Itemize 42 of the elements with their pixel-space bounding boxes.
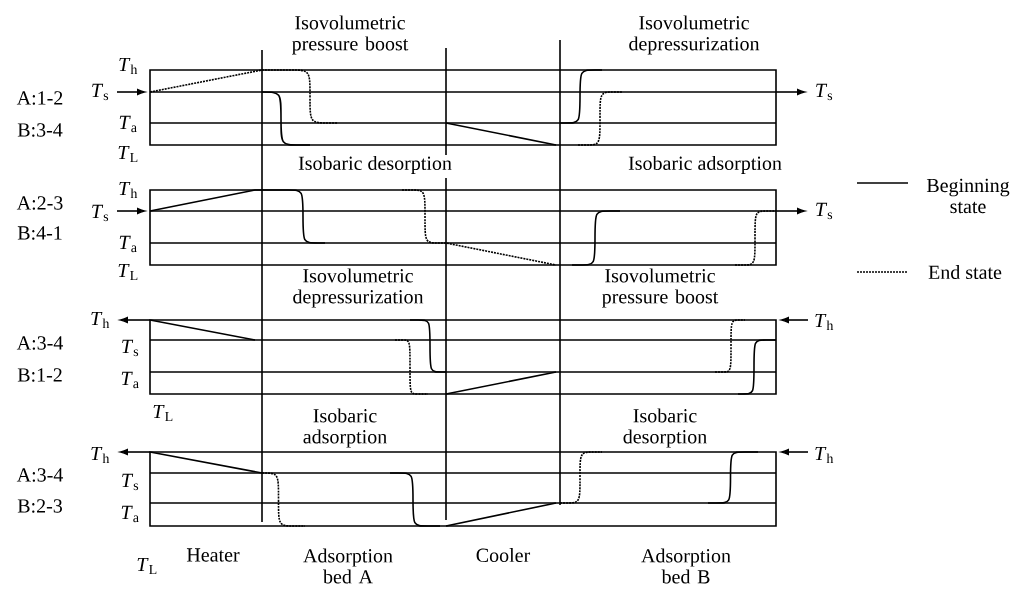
- temperature-label: T$_{h}$: [91, 311, 110, 329]
- temperature-label: T$_{h}$: [815, 313, 834, 331]
- temperature-label: T$_{s}$: [92, 204, 109, 222]
- temperature-label: T$_{L}$: [118, 263, 138, 281]
- phase-label: Isovolumetric depressurization: [629, 15, 760, 55]
- component-label: Heater: [186, 548, 240, 562]
- stage-label: B:2-3: [17, 499, 62, 513]
- phase-label: Isobaric desorption: [298, 155, 452, 175]
- temperature-label: T$_{s}$: [122, 473, 139, 491]
- component-label: Adsorption bed A: [303, 548, 393, 584]
- temperature-label: T$_{a}$: [119, 115, 137, 133]
- component-label: Cooler: [476, 547, 531, 563]
- temperature-label: T$_{a}$: [119, 235, 137, 253]
- temperature-label: T$_{h}$: [91, 446, 110, 464]
- temperature-label: T$_{h}$: [119, 57, 138, 75]
- phase-label: Isobaric adsorption: [628, 155, 782, 175]
- stage-label: B:4-1: [17, 226, 62, 240]
- temperature-label: T$_{L}$: [153, 404, 173, 422]
- phase-label: Isovolumetric pressure boost: [602, 268, 719, 308]
- stage-label: A:1-2: [16, 91, 63, 105]
- temperature-label: T$_{L}$: [137, 557, 157, 575]
- temperature-label: T$_{a}$: [121, 371, 139, 389]
- stage-label: A:3-4: [16, 468, 63, 482]
- temperature-label: T$_{h}$: [119, 181, 138, 199]
- temperature-label: T$_{s}$: [816, 202, 833, 220]
- temperature-label: T$_{s}$: [122, 339, 139, 357]
- phase-label: Isobaric adsorption: [303, 408, 387, 448]
- phase-label: Isobaric desorption: [623, 408, 707, 448]
- legend-label: Beginning state: [926, 178, 1010, 214]
- stage-label: A:3-4: [16, 336, 63, 350]
- temperature-label: T$_{a}$: [121, 505, 139, 523]
- temperature-label: T$_{L}$: [118, 145, 138, 163]
- stage-label: B:3-4: [17, 123, 63, 137]
- temperature-label: T$_{s}$: [816, 83, 833, 101]
- temperature-label: T$_{s}$: [92, 83, 109, 101]
- phase-label: Isovolumetric depressurization: [293, 268, 424, 308]
- legend-label: End state: [928, 264, 1002, 280]
- phase-label: Isovolumetric pressure boost: [292, 15, 409, 55]
- stage-label: B:1-2: [17, 368, 62, 382]
- stage-label: A:2-3: [16, 196, 63, 210]
- component-label: Adsorption bed B: [641, 548, 731, 584]
- temperature-label: T$_{h}$: [815, 446, 834, 464]
